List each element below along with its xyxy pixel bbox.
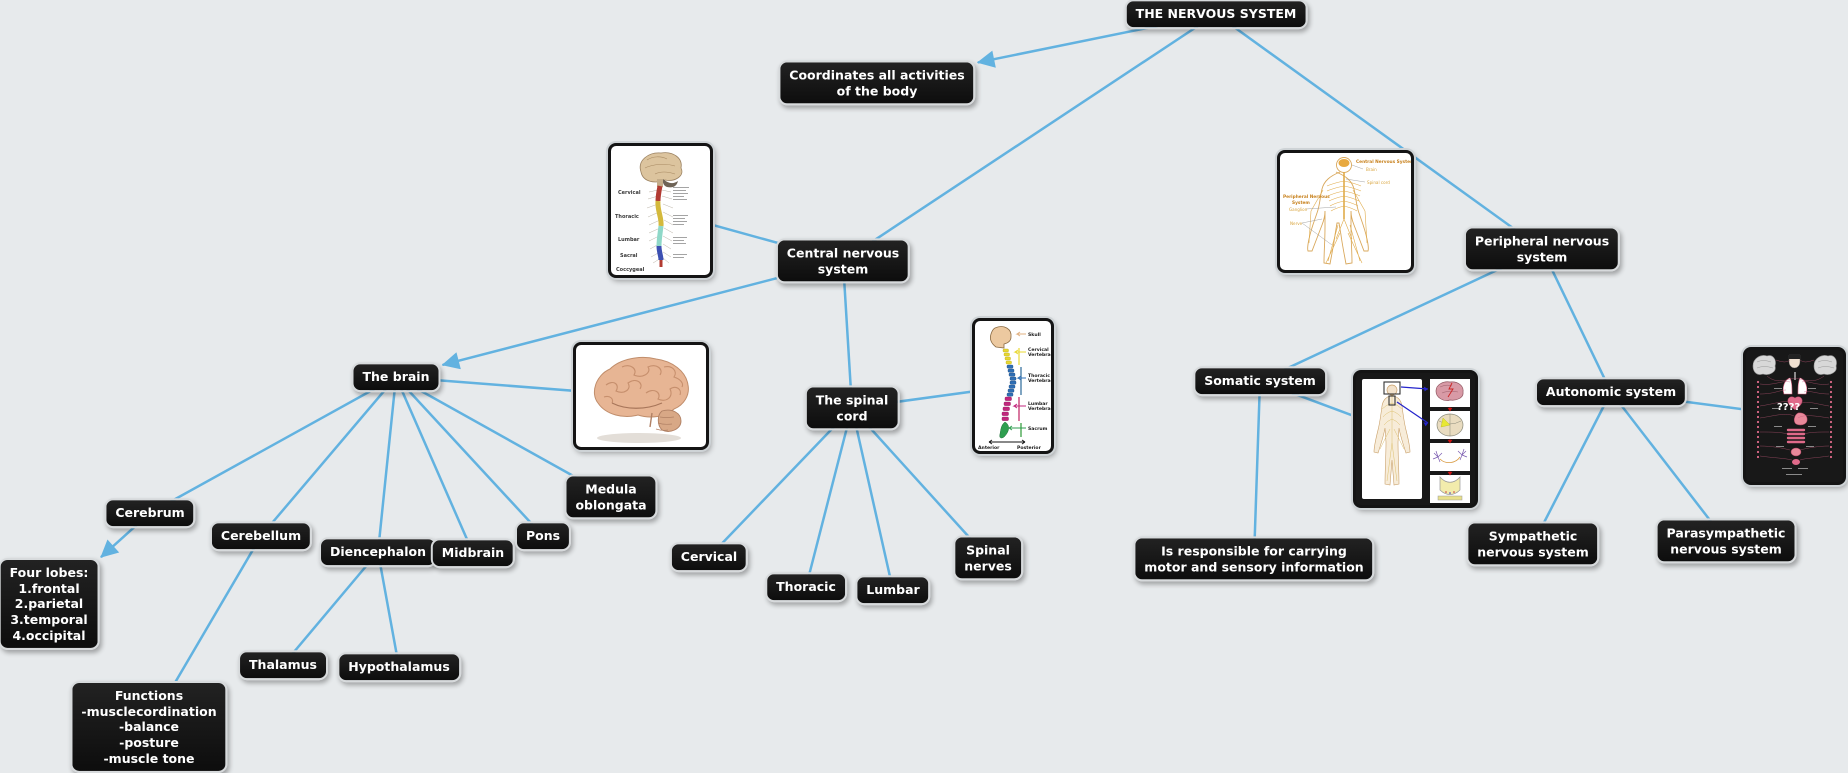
pns-label-nerve: Nerve: [1290, 221, 1303, 226]
node-parasympathetic[interactable]: Parasympathetic nervous system: [1655, 518, 1797, 564]
edge-autonomic-to-sympathetic: [1531, 390, 1613, 546]
pns-label-peripheral-2: System: [1292, 200, 1310, 206]
edge-the-brain-to-cerebrum: [148, 375, 398, 515]
spine-label-cervical: Cervical: [618, 190, 641, 196]
somatic-illustration: [1362, 379, 1470, 503]
pns-label-brain: Brain: [1366, 167, 1377, 172]
edge-central-to-spinal-cord: [841, 259, 854, 410]
somatic-system-figure[interactable]: [1353, 370, 1478, 508]
side-label-lumbar: Lumbar: [1028, 401, 1048, 407]
edge-autonomic-to-parasympathetic: [1609, 390, 1728, 543]
edge-spinal-cord-to-lumbar: [850, 406, 895, 592]
node-somatic[interactable]: Somatic system: [1193, 366, 1327, 396]
edge-diencephalon-to-thalamus: [281, 550, 380, 667]
spine-side-illustration: [988, 326, 1026, 445]
edge-the-brain-to-pons: [394, 375, 545, 538]
node-pons[interactable]: Pons: [514, 521, 572, 551]
fine-print-lines: [673, 187, 689, 258]
node-lumbar[interactable]: Lumbar: [855, 575, 931, 605]
side-label-skull: Skull: [1028, 332, 1041, 338]
pns-label-cns: Central Nervous System: [1356, 159, 1411, 165]
node-nervous-system[interactable]: THE NERVOUS SYSTEM: [1124, 0, 1308, 29]
side-label-anterior: Anterior: [978, 445, 1000, 451]
spinal-column-figure[interactable]: Skull Cervical Vertebrae Thoracic Verteb…: [972, 318, 1054, 454]
brain-spine-illustration: [639, 152, 689, 267]
node-cerebellum[interactable]: Cerebellum: [209, 521, 313, 551]
autonomic-illustration: [1752, 354, 1837, 475]
edge-spinal-cord-to-spinal-nerves: [850, 406, 990, 560]
side-label-cervical-2: Vertebrae: [1028, 352, 1051, 358]
autonomic-system-figure[interactable]: ????: [1743, 347, 1846, 485]
spine-label-sacral: Sacral: [620, 253, 638, 259]
node-cerebrum[interactable]: Cerebrum: [104, 498, 196, 528]
pns-label-spinal-cord: Spinal cord: [1367, 180, 1390, 185]
node-central[interactable]: Central nervous system: [775, 238, 911, 284]
edge-somatic-to-is-responsible: [1252, 379, 1262, 561]
edge-spinal-cord-to-thoracic: [804, 406, 854, 589]
spine-label-thoracic: Thoracic: [615, 214, 639, 220]
node-coordinates[interactable]: Coordinates all activities of the body: [778, 60, 976, 106]
node-sympathetic[interactable]: Sympathetic nervous system: [1466, 521, 1600, 567]
node-medulla-oblongata[interactable]: Medula oblongata: [564, 474, 658, 520]
somatic-side-panels: [1430, 379, 1470, 503]
edge-the-brain-to-midbrain: [394, 375, 475, 555]
node-midbrain[interactable]: Midbrain: [430, 538, 516, 568]
edge-the-brain-to-diencephalon: [376, 375, 398, 554]
side-label-lumbar-2: Vertebrae: [1028, 406, 1051, 412]
edge-spinal-cord-to-cervical: [707, 406, 854, 559]
autonomic-question-marks: ????: [1777, 402, 1800, 413]
edge-diencephalon-to-hypothalamus: [376, 550, 401, 669]
pns-label-peripheral-1: Peripheral Nervous: [1283, 194, 1330, 200]
edge-the-brain-to-cerebellum: [259, 375, 398, 538]
edge-nervous-system-to-peripheral: [1214, 12, 1544, 251]
node-autonomic[interactable]: Autonomic system: [1534, 377, 1688, 407]
node-thalamus[interactable]: Thalamus: [238, 650, 328, 680]
somatic-arrows: [1396, 386, 1453, 476]
side-label-thoracic-2: Vertebrae: [1028, 378, 1051, 384]
node-functions[interactable]: Functions -musclecordination -balance -p…: [70, 680, 228, 773]
node-thoracic[interactable]: Thoracic: [765, 572, 847, 602]
brain-photo-figure[interactable]: [573, 342, 709, 450]
edge-peripheral-to-autonomic: [1540, 247, 1613, 394]
node-four-lobes[interactable]: Four lobes: 1.frontal 2.parietal 3.tempo…: [0, 557, 100, 651]
brain-spinal-cord-figure[interactable]: Cervical Thoracic Lumbar Sacral Coccygea…: [608, 143, 713, 278]
node-spinal-cord[interactable]: The spinal cord: [804, 385, 900, 431]
brain-photo-illustration: [594, 356, 689, 443]
body-illustration: [1301, 157, 1369, 265]
node-peripheral[interactable]: Peripheral nervous system: [1463, 226, 1621, 272]
peripheral-nervous-system-figure[interactable]: Central Nervous System Brain Spinal cord…: [1277, 150, 1414, 273]
node-is-responsible[interactable]: Is responsible for carrying motor and se…: [1133, 536, 1375, 582]
node-diencephalon[interactable]: Diencephalon: [319, 537, 437, 567]
pns-label-ganglion: Ganglion: [1289, 207, 1308, 212]
node-spinal-nerves[interactable]: Spinal nerves: [953, 535, 1023, 581]
node-cervical[interactable]: Cervical: [669, 542, 749, 572]
side-label-sacrum: Sacrum: [1028, 426, 1048, 432]
node-the-brain[interactable]: The brain: [351, 362, 441, 392]
side-label-thoracic: Thoracic: [1028, 373, 1050, 379]
edge-nervous-system-to-central: [841, 12, 1218, 263]
node-hypothalamus[interactable]: Hypothalamus: [337, 652, 461, 682]
spine-label-coccygeal: Coccygeal: [616, 267, 645, 273]
spine-label-lumbar: Lumbar: [618, 237, 640, 243]
side-label-cervical: Cervical: [1028, 347, 1049, 353]
side-label-posterior: Posterior: [1017, 445, 1042, 451]
